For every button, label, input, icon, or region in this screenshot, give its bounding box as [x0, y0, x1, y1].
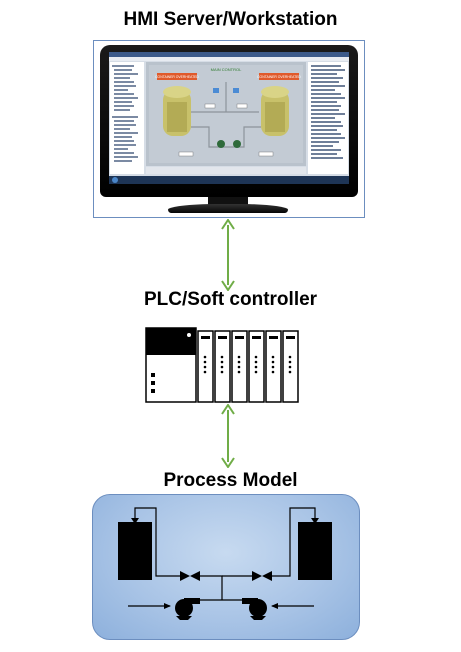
monitor-icon: MAIN CONTROL CONTAINER OVERHEATED CONTAI…: [100, 45, 358, 197]
screen-tank-left: [163, 86, 191, 136]
screen-banner-center: MAIN CONTROL: [211, 67, 242, 72]
hmi-screen: MAIN CONTROL CONTAINER OVERHEATED CONTAI…: [109, 52, 349, 184]
process-title: Process Model: [163, 470, 298, 491]
pump-right-icon: [242, 598, 267, 620]
tank-right-icon: [298, 522, 332, 580]
hmi-screenshot: MAIN CONTROL CONTAINER OVERHEATED CONTAI…: [109, 52, 349, 184]
plc-icon: [145, 327, 299, 403]
hmi-plc-connector: [221, 219, 235, 291]
pump-left-icon: [175, 598, 200, 620]
screen-tank-right: [261, 86, 289, 136]
monitor-stand: [208, 197, 248, 206]
valve-left-icon: [180, 571, 200, 581]
monitor-base: [168, 204, 288, 213]
valve-right-icon: [252, 571, 272, 581]
screen-banner-left: CONTAINER OVERHEATED: [155, 75, 199, 79]
process-model-diagram: [118, 507, 332, 620]
screen-banner-right: CONTAINER OVERHEATED: [257, 75, 301, 79]
plc-title: PLC/Soft controller: [143, 289, 318, 310]
tank-left-icon: [118, 522, 152, 580]
plc-process-connector: [221, 404, 235, 468]
hmi-title: HMI Server/Workstation: [123, 9, 338, 30]
